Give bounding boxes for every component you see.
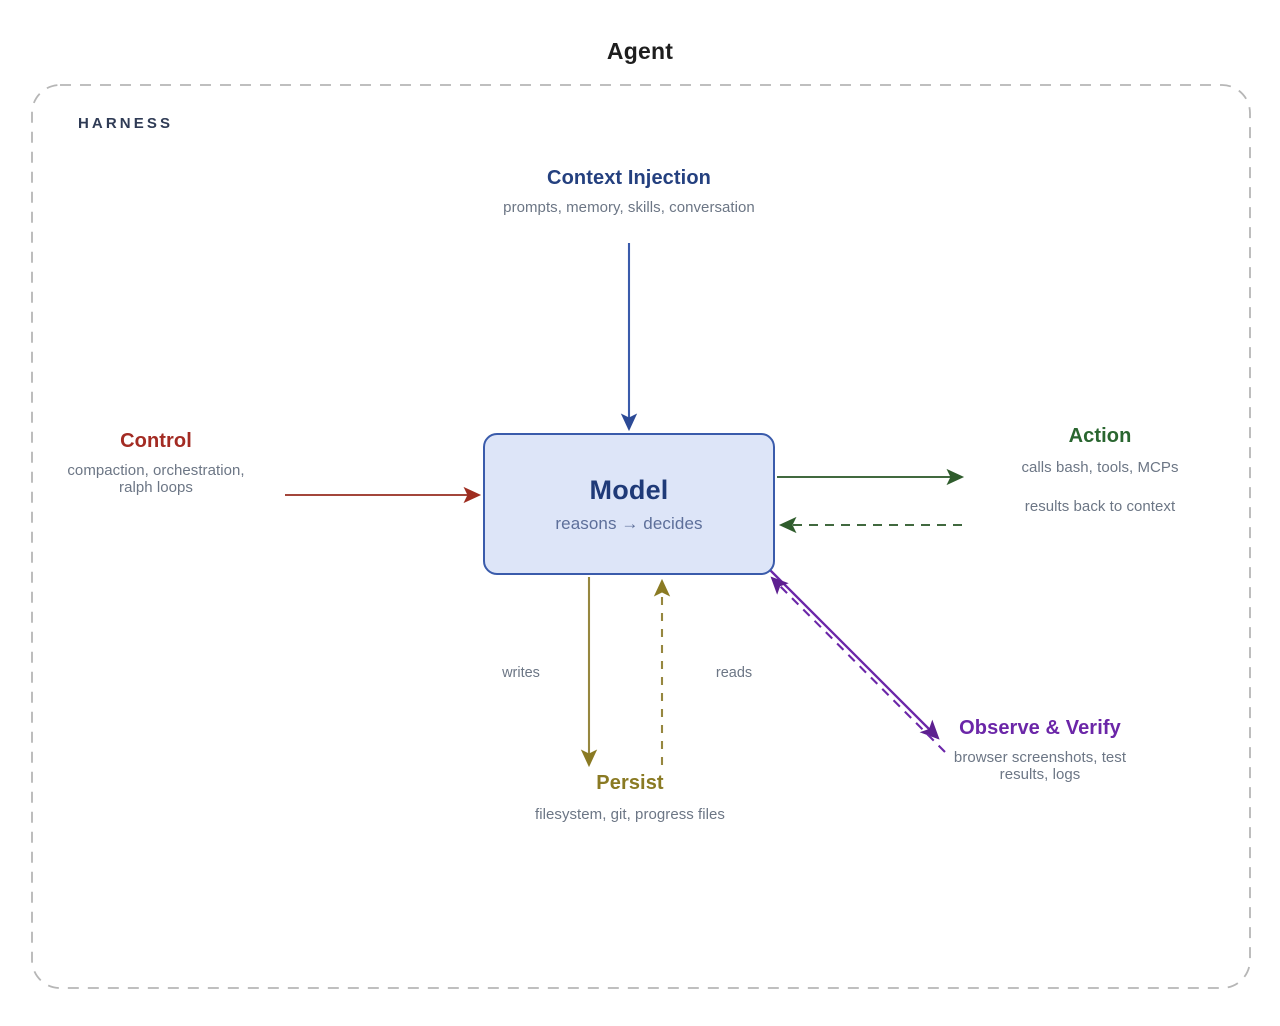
node-observe-verify-title: Observe & Verify	[959, 717, 1121, 739]
node-action: Action calls bash, tools, MCPs results b…	[975, 425, 1225, 515]
node-action-subtitle-line2: results back to context	[1024, 498, 1176, 515]
edge-observe-verify-to-model	[770, 576, 946, 753]
node-action-subtitle-line1: calls bash, tools, MCPs	[1021, 459, 1179, 476]
node-control: Control compaction, orchestration, ralph…	[26, 430, 286, 496]
node-observe-verify-subtitle-line2: results, logs	[999, 766, 1081, 783]
node-observe-verify: Observe & Verify browser screenshots, te…	[890, 717, 1190, 783]
node-control-subtitle-line2: ralph loops	[119, 479, 193, 496]
node-context-injection-title: Context Injection	[547, 167, 711, 189]
node-observe-verify-subtitle-line1: browser screenshots, test	[953, 749, 1127, 766]
page-title: Agent	[606, 38, 674, 64]
node-context-injection: Context Injection prompts, memory, skill…	[399, 167, 859, 216]
edge-model-to-observe-verify	[766, 566, 940, 740]
node-context-injection-subtitle: prompts, memory, skills, conversation	[503, 199, 755, 216]
edge-label-reads: reads	[715, 665, 753, 681]
edge-label-writes: writes	[502, 665, 540, 681]
node-control-subtitle-line1: compaction, orchestration,	[67, 462, 245, 479]
harness-label: HARNESS	[78, 115, 174, 132]
node-control-title: Control	[120, 430, 192, 452]
node-model-title: Model	[589, 474, 669, 505]
node-persist: Persist filesystem, git, progress files	[475, 772, 785, 823]
node-model-subtitle: reasons → decides	[555, 513, 703, 533]
node-model: Model reasons → decides	[483, 433, 775, 575]
node-persist-title: Persist	[596, 772, 664, 794]
node-action-title: Action	[1068, 425, 1132, 447]
harness-boundary	[31, 84, 1251, 989]
node-persist-subtitle: filesystem, git, progress files	[535, 806, 725, 823]
